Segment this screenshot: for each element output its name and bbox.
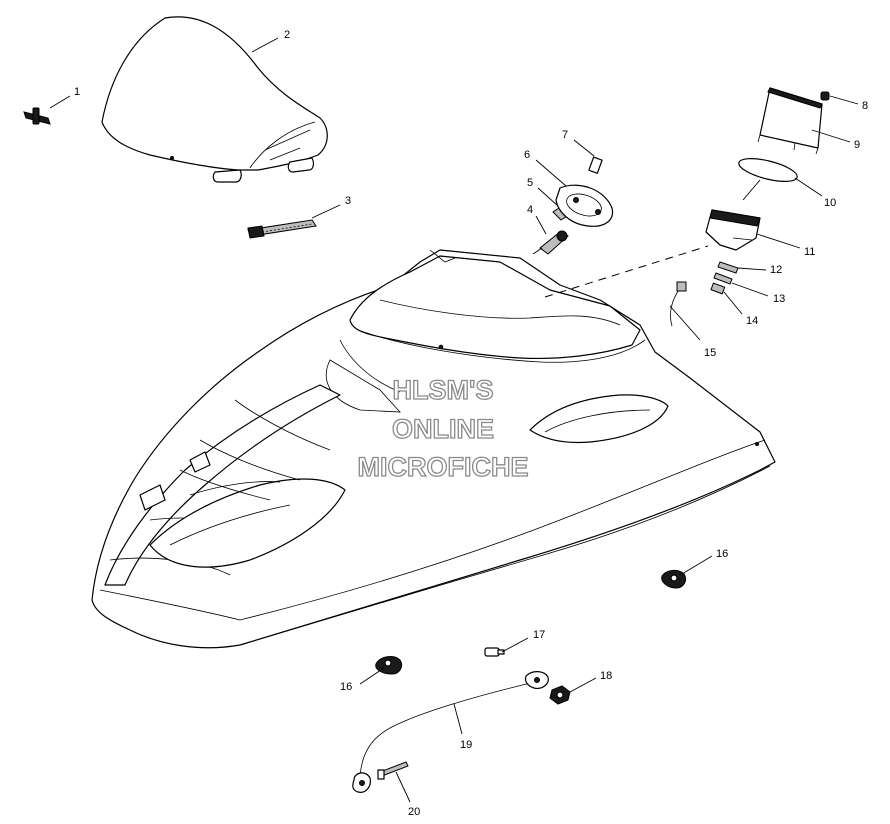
callout-4: 4 <box>527 204 533 216</box>
part-8-screw <box>820 91 830 101</box>
part-9-gauge <box>757 87 823 155</box>
callout-labels: 1 2 3 4 5 6 7 8 9 10 11 12 13 14 15 16 1… <box>74 29 868 818</box>
watermark: HLSM'S ONLINE MICROFICHE <box>357 374 529 482</box>
watermark-line-2: ONLINE <box>392 414 494 444</box>
part-2-windshield <box>101 16 328 183</box>
callout-8: 8 <box>862 100 868 112</box>
callout-2: 2 <box>284 29 290 41</box>
part-11-housing <box>705 209 761 251</box>
part-16-clamp-upper <box>661 569 687 589</box>
part-18-nut <box>549 685 571 705</box>
part-14-fitting <box>710 282 726 295</box>
callout-7: 7 <box>562 129 568 141</box>
callout-9: 9 <box>854 139 860 151</box>
watermark-line-3: MICROFICHE <box>358 452 529 482</box>
part-17-bolt <box>484 647 505 657</box>
callout-11: 11 <box>804 246 815 258</box>
callout-18: 18 <box>600 670 612 682</box>
part-19-cable <box>352 671 549 793</box>
part-10-seal <box>738 158 798 182</box>
callout-19: 19 <box>460 739 472 751</box>
part-12-fitting <box>717 261 739 274</box>
part-20-rivet <box>377 761 409 780</box>
part-15-hose <box>670 281 687 327</box>
watermark-line-1: HLSM'S <box>393 375 494 405</box>
callout-20: 20 <box>408 806 420 818</box>
callout-17: 17 <box>533 629 545 641</box>
part-13-fitting <box>713 272 733 285</box>
callout-15: 15 <box>704 347 716 359</box>
callout-10: 10 <box>824 197 836 209</box>
gauge-stack-line <box>742 179 761 201</box>
callout-1: 1 <box>74 86 80 98</box>
callout-5: 5 <box>527 177 533 189</box>
part-4-switch <box>532 230 569 255</box>
leader-lines <box>49 37 859 803</box>
callout-16-upper: 16 <box>716 548 728 560</box>
callout-3: 3 <box>345 195 351 207</box>
callout-16-lower: 16 <box>340 681 352 693</box>
part-7-pin <box>588 156 603 174</box>
part-1-rivet <box>23 107 51 125</box>
assembly-guide-line <box>544 245 709 298</box>
part-6-bezel <box>555 184 614 227</box>
callout-13: 13 <box>773 293 785 305</box>
part-3-strap <box>247 219 317 239</box>
callout-6: 6 <box>524 149 530 161</box>
callout-12: 12 <box>770 264 782 276</box>
callout-14: 14 <box>746 315 758 327</box>
hood-assembly <box>91 249 776 649</box>
